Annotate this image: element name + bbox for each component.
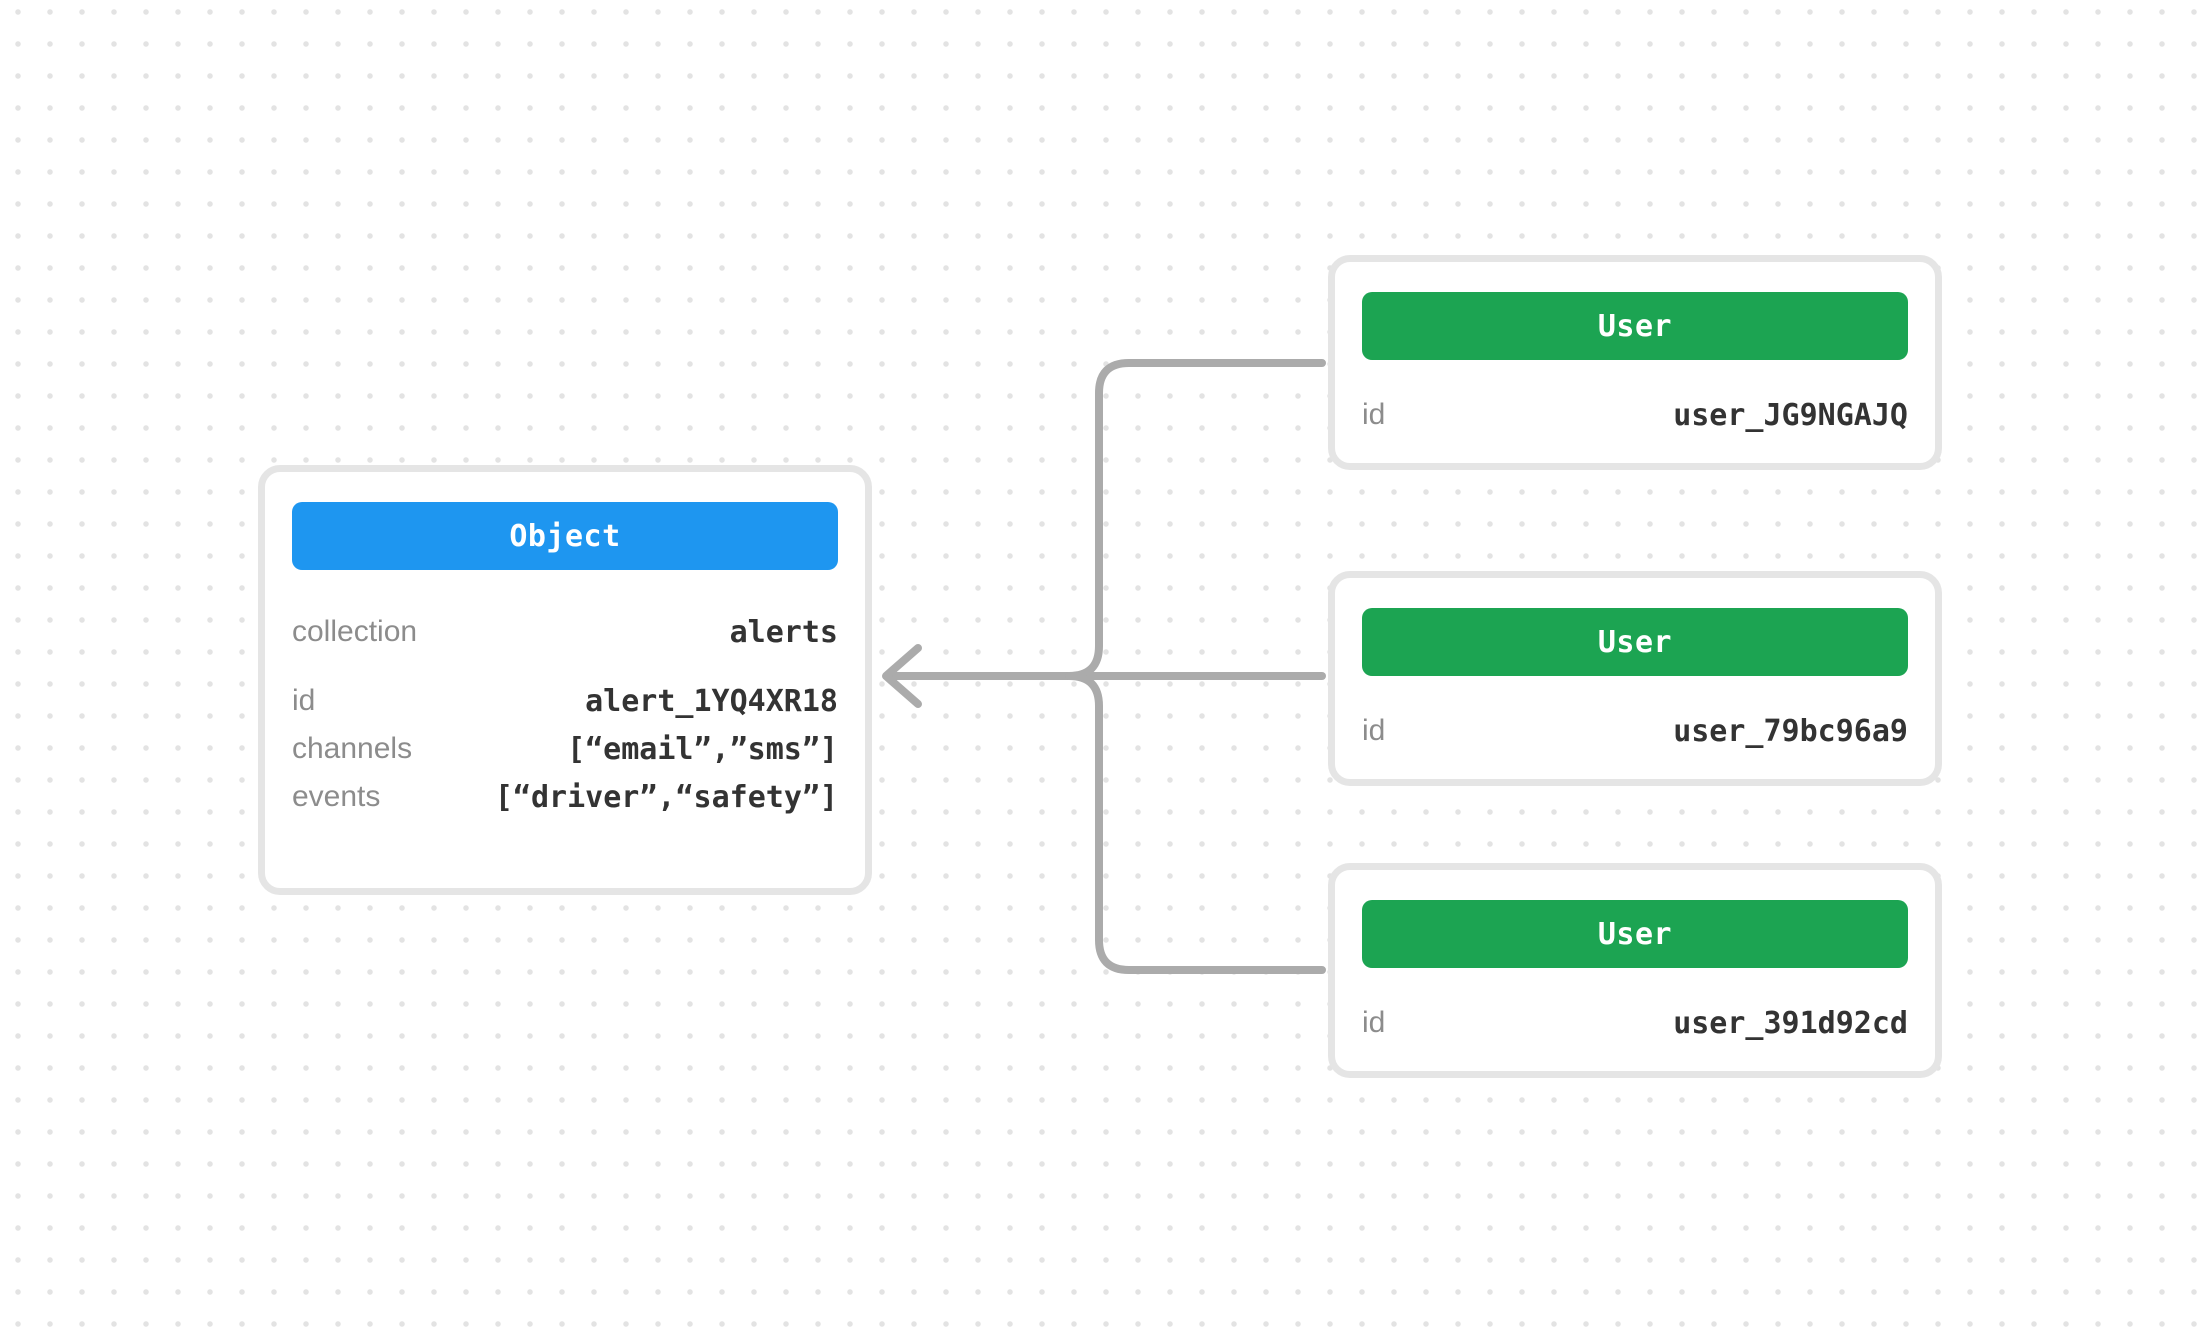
field-label: id (292, 684, 316, 717)
object-node-card[interactable]: Object collection alerts id alert_1YQ4XR… (258, 465, 872, 895)
user-row-id: id user_79bc96a9 (1362, 713, 1908, 749)
user-row-id: id user_JG9NGAJQ (1362, 397, 1908, 433)
object-row-channels: channels [“email”,”sms”] (292, 731, 838, 767)
field-label: channels (292, 732, 413, 765)
user-node-header: User (1362, 292, 1908, 360)
field-value: [“email”,”sms”] (567, 731, 838, 767)
object-node-header: Object (292, 502, 838, 570)
field-value: [“driver”,“safety”] (494, 779, 838, 815)
field-label: id (1362, 1006, 1386, 1039)
object-row-events: events [“driver”,“safety”] (292, 779, 838, 815)
field-value: alert_1YQ4XR18 (585, 683, 838, 719)
field-value: user_391d92cd (1673, 1005, 1908, 1041)
user-node-header: User (1362, 608, 1908, 676)
user-node-card-3[interactable]: User id user_391d92cd (1328, 863, 1942, 1078)
edge-user3-to-object (1065, 672, 1326, 974)
field-value: alerts (729, 614, 838, 650)
user-row-id: id user_391d92cd (1362, 1005, 1908, 1041)
field-value: user_79bc96a9 (1673, 713, 1908, 749)
user-node-card-1[interactable]: User id user_JG9NGAJQ (1328, 255, 1942, 470)
field-value: user_JG9NGAJQ (1673, 397, 1908, 433)
object-row-collection: collection alerts (292, 614, 838, 650)
arrowhead-left-icon (882, 644, 922, 708)
field-label: id (1362, 398, 1386, 431)
field-label: id (1362, 714, 1386, 747)
user-node-header: User (1362, 900, 1908, 968)
field-label: collection (292, 615, 418, 648)
user-node-card-2[interactable]: User id user_79bc96a9 (1328, 571, 1942, 786)
edge-user1-to-object (1065, 359, 1326, 680)
object-row-id: id alert_1YQ4XR18 (292, 683, 838, 719)
field-label: events (292, 780, 381, 813)
